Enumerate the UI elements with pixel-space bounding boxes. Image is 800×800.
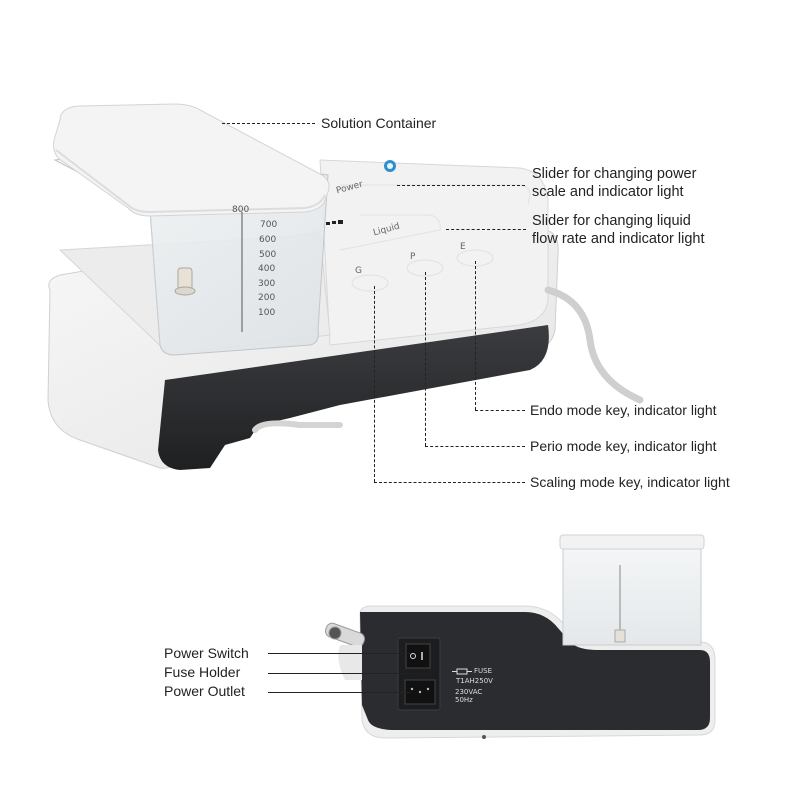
mode-key-e: E (460, 242, 466, 252)
mode-key-p: P (410, 252, 416, 262)
voltage-rating: 230VAC (455, 688, 483, 696)
callout-label: Perio mode key, indicator light (530, 438, 717, 454)
fuse-label: FUSE (474, 667, 493, 675)
scale-tick: 500 (259, 250, 277, 260)
mode-key-g: G (355, 266, 362, 276)
callout-label-line2: scale and indicator light (532, 184, 684, 200)
leader-line (268, 692, 410, 693)
device-illustration-top (47, 103, 644, 470)
scale-tick: 200 (258, 293, 276, 303)
callout-label-line2: flow rate and indicator light (532, 231, 705, 247)
scale-tick: 300 (258, 279, 276, 289)
leader-line (374, 286, 375, 482)
leader-line (268, 653, 410, 654)
callout-label-line1: Slider for changing power (532, 166, 697, 182)
leader-line (397, 185, 525, 186)
scale-tick: 600 (259, 235, 277, 245)
scale-tick: 800 (232, 205, 250, 215)
fuse-rating: T1AH250V (456, 677, 493, 685)
leader-line (446, 229, 526, 230)
callout-label: Endo mode key, indicator light (530, 402, 717, 418)
callout-label: Solution Container (321, 115, 437, 131)
callout-label: Power Switch (164, 645, 249, 661)
device-illustration-side (325, 534, 716, 739)
leader-line (222, 123, 315, 124)
leader-line (475, 261, 476, 410)
leader-line (268, 673, 410, 674)
leader-line (425, 272, 426, 446)
leader-line (374, 482, 525, 483)
leader-line (425, 446, 525, 447)
leader-line (475, 410, 525, 411)
frequency-rating: 50Hz (455, 696, 473, 704)
callout-label-line1: Slider for changing liquid (532, 213, 691, 229)
callout-label: Scaling mode key, indicator light (530, 474, 730, 490)
scale-tick: 700 (260, 220, 278, 230)
scale-tick: 100 (258, 308, 276, 318)
callout-label: Power Outlet (164, 683, 245, 699)
callout-label: Fuse Holder (164, 664, 241, 680)
scale-tick: 400 (258, 264, 276, 274)
